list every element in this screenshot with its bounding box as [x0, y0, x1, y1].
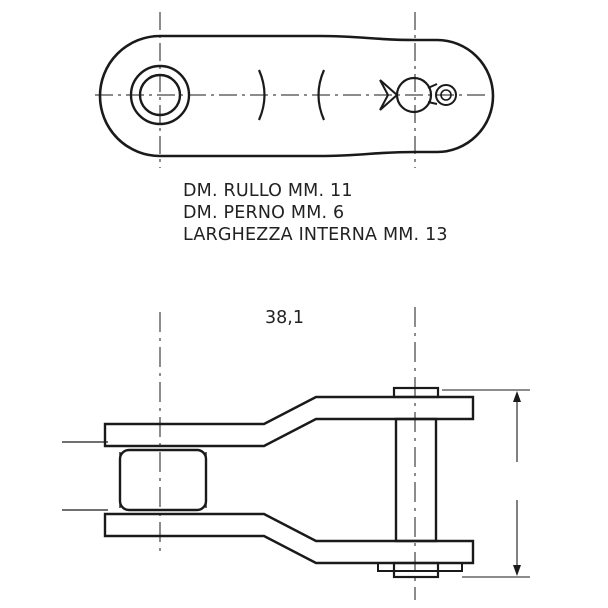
roller-diameter-text: DM. RULLO MM. 11 [183, 181, 353, 201]
inner-width-text: LARGHEZZA INTERNA MM. 13 [183, 225, 448, 245]
pitch-dimension-label: 38,1 [265, 308, 304, 328]
lower-plate [103, 512, 475, 565]
plate-top-view [95, 12, 495, 168]
roller-outer-circle [129, 64, 191, 126]
pin-side [377, 386, 463, 579]
link-side-view [62, 307, 530, 600]
bend-mark-right [317, 69, 326, 121]
specifications: DM. RULLO MM. 11 DM. PERNO MM. 6 LARGHEZ… [183, 180, 448, 246]
roller-side [118, 448, 208, 512]
bend-mark-left [257, 69, 266, 121]
cotter-pin-icon [379, 76, 457, 114]
upper-plate [103, 395, 475, 448]
plate-outline [98, 34, 495, 158]
roller-inner-circle [138, 73, 182, 117]
width-dimension [442, 389, 530, 578]
pin-diameter-text: DM. PERNO MM. 6 [183, 203, 345, 223]
